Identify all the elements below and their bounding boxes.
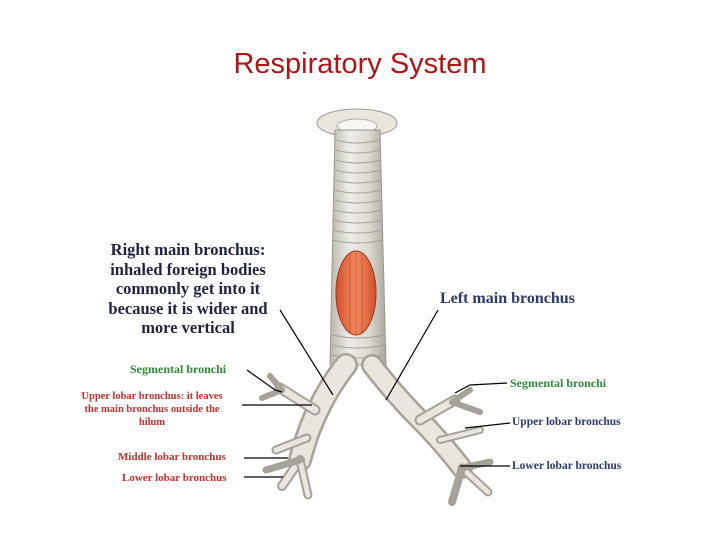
label-segmental-bronchi-left: Segmental bronchi bbox=[510, 376, 607, 390]
page-title: Respiratory System bbox=[233, 48, 487, 80]
label-segmental-bronchi-right: Segmental bronchi bbox=[130, 362, 227, 376]
label-lower-lobar-bronchus-right: Lower lobar bronchus bbox=[122, 472, 227, 484]
label-right-main-bronchus: Right main bronchus: inhaled foreign bod… bbox=[108, 240, 268, 337]
left-bronchial-tree bbox=[361, 354, 494, 506]
label-upper-lobar-bronchus-right: Upper lobar bronchus: it leaves the main… bbox=[81, 391, 223, 428]
label-middle-lobar-bronchus: Middle lobar bronchus bbox=[118, 451, 226, 463]
pointer-lines bbox=[242, 309, 511, 478]
label-upper-lobar-bronchus-left: Upper lobar bronchus bbox=[512, 416, 621, 428]
label-lower-lobar-bronchus-left: Lower lobar bronchus bbox=[512, 460, 622, 472]
label-left-main-bronchus: Left main bronchus bbox=[440, 290, 575, 307]
trachea bbox=[316, 108, 398, 366]
right-bronchial-tree bbox=[259, 353, 358, 500]
